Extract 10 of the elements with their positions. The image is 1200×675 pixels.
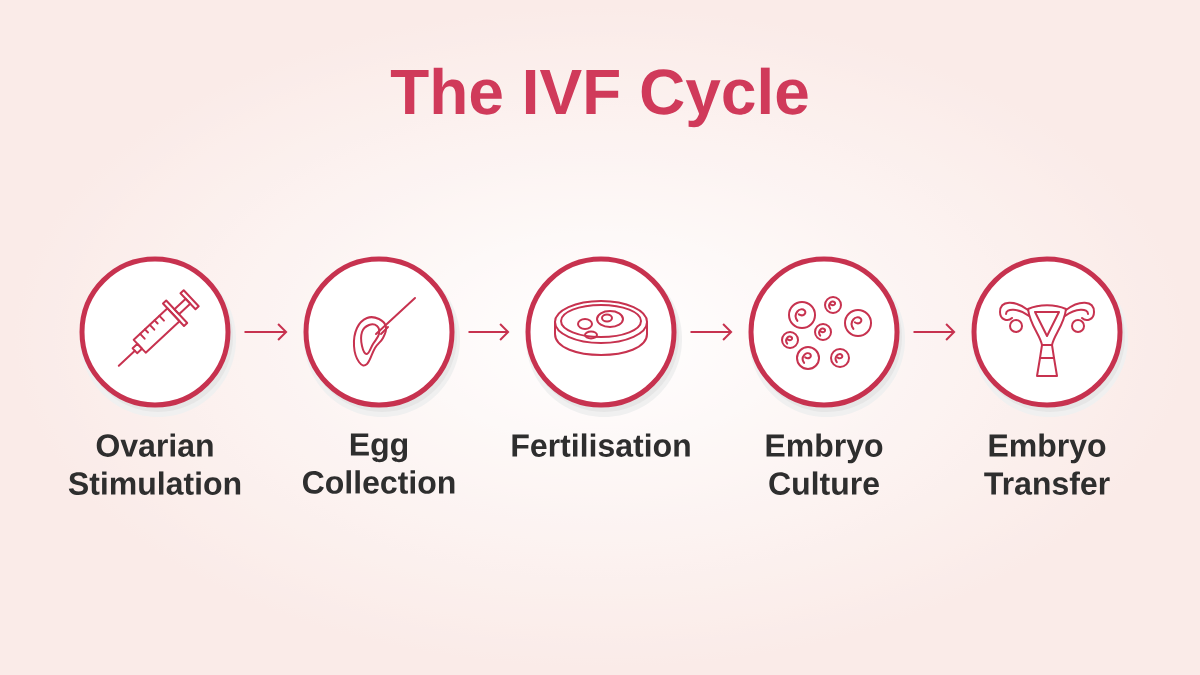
step-label: Embryo Culture [766,433,883,495]
arrow [467,323,510,341]
step-label: Embryo Transfer [984,433,1110,495]
arrow [912,323,956,341]
step-label: Ovarian Stimulation [68,433,241,495]
arrow [689,323,733,341]
arrow [243,323,288,341]
title: The IVF Cycle [390,67,808,128]
step-label: Egg Collection [303,433,455,494]
step-label: Fertilisation [512,433,690,457]
